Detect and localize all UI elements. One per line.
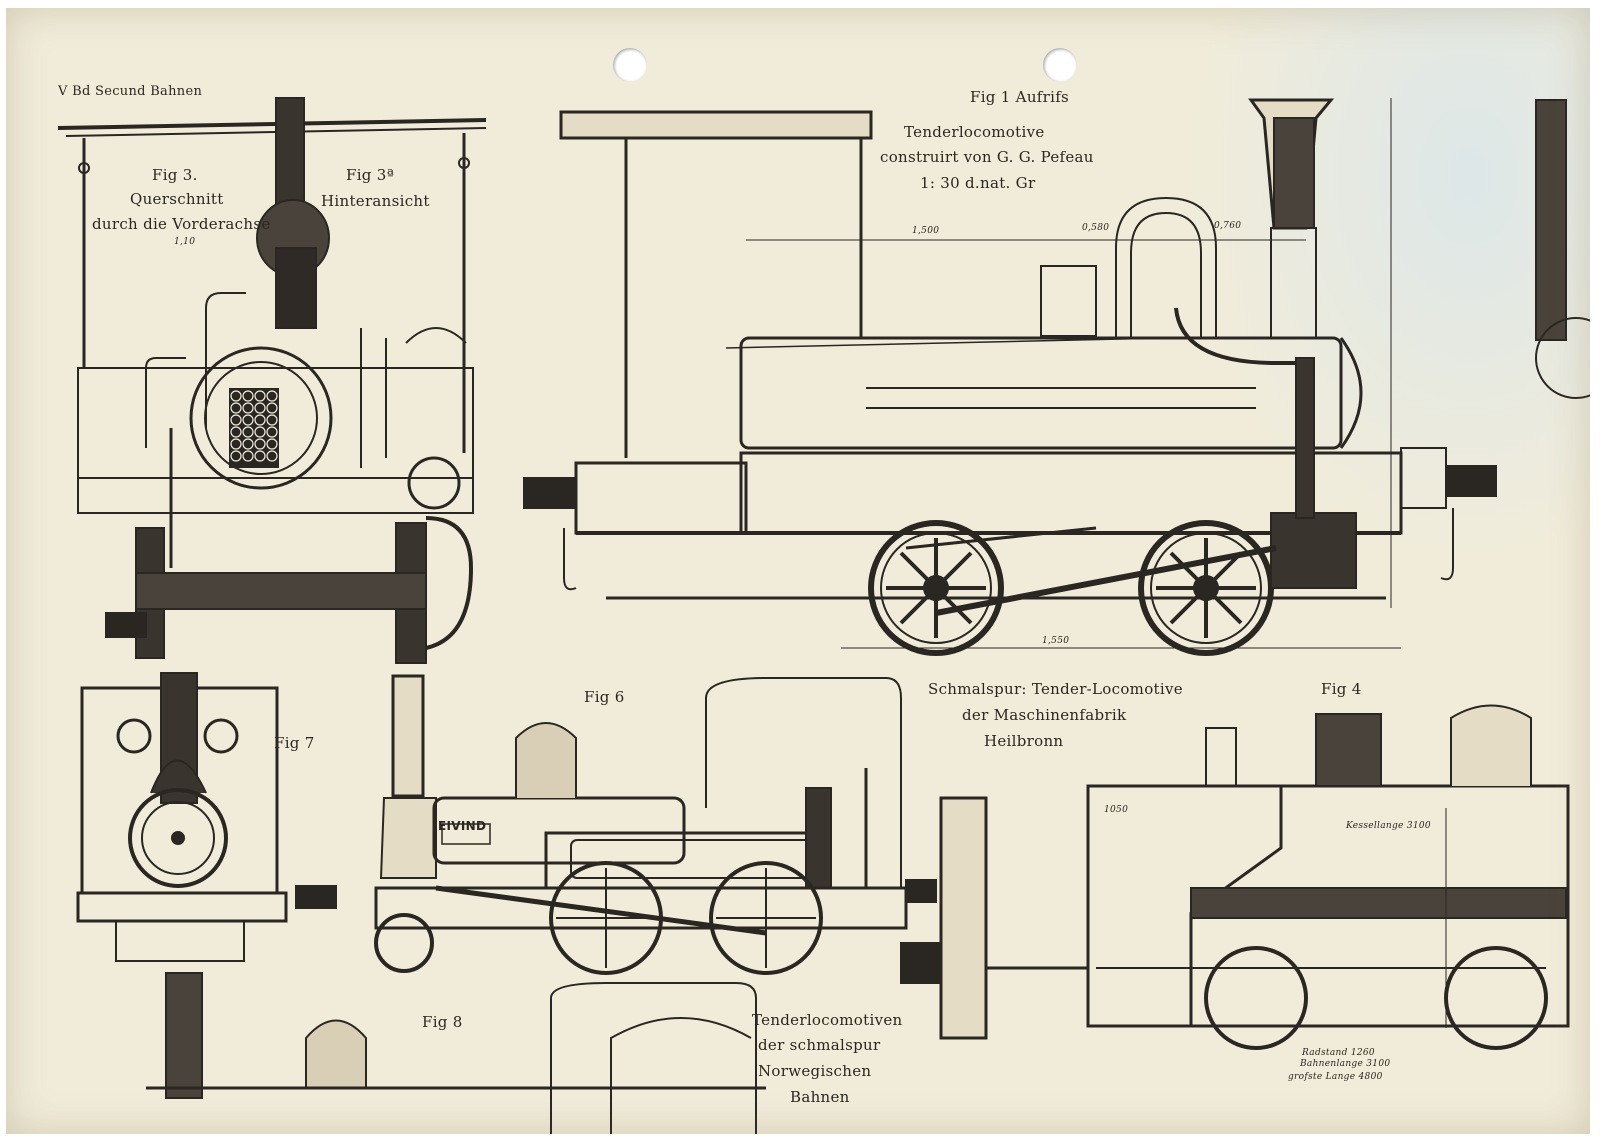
- dim-0580: 0,580: [1082, 223, 1110, 233]
- dim-110: 1,10: [174, 237, 196, 247]
- dim-0760: 0,760: [1214, 221, 1242, 231]
- edge-partial-drawing: [1535, 99, 1590, 399]
- dim-1050: 1050: [1104, 805, 1129, 815]
- fig3a-number: Fig 3ª: [346, 166, 395, 184]
- dim-1500: 1,500: [912, 226, 940, 236]
- dim-bahnen: Bahnenlange 3100: [1300, 1059, 1391, 1069]
- dim-1550: 1,550: [1042, 636, 1070, 646]
- fig8-partial-view: [146, 972, 766, 1134]
- fig3-line1: Querschnitt: [130, 190, 224, 208]
- fig4-section-view: [900, 704, 1570, 1050]
- fig3-number: Fig 3.: [152, 166, 198, 184]
- dim-kessel: Kessellange 3100: [1346, 821, 1431, 831]
- fig3-line2: durch die Vorderachse: [92, 215, 271, 233]
- fig1-side-elevation: [523, 98, 1497, 656]
- norwegian-line3: Norwegischen: [758, 1062, 872, 1080]
- norwegian-line2: der schmalspur: [758, 1036, 881, 1054]
- punch-hole-left: [613, 48, 647, 82]
- fig8-number: Fig 8: [422, 1013, 463, 1031]
- locomotive-drawings: [57, 97, 1590, 1134]
- blueprint-sheet: V Bd Secund Bahnen Fig 1 Aufrifs Tenderl…: [6, 8, 1590, 1134]
- fig1-line1: Tenderlocomotive: [904, 123, 1045, 141]
- schmalspur-line1: Schmalspur: Tender-Locomotive: [928, 680, 1183, 698]
- sheet-header: V Bd Secund Bahnen: [58, 84, 203, 99]
- fig3-cross-section: [57, 97, 487, 664]
- fig3a-line1: Hinteransicht: [321, 192, 430, 210]
- norwegian-line1: Tenderlocomotiven: [752, 1011, 903, 1029]
- fig4-number: Fig 4: [1321, 680, 1362, 698]
- fig7-number: Fig 7: [274, 734, 315, 752]
- dim-radstand: Radstand 1260: [1302, 1048, 1375, 1058]
- dim-total-length: grofste Lange 4800: [1288, 1072, 1383, 1082]
- fig1-title: Fig 1 Aufrifs: [970, 88, 1070, 106]
- fig1-line2: construirt von G. G. Pefeau: [880, 148, 1094, 166]
- fig1-scale: 1: 30 d.nat. Gr: [920, 174, 1036, 192]
- schmalspur-line3: Heilbronn: [984, 732, 1064, 750]
- fig6-number: Fig 6: [584, 688, 625, 706]
- paper-edge-shadow: [6, 8, 1590, 1134]
- punch-hole-right: [1043, 48, 1077, 82]
- locomotive-nameplate: EIVIND: [438, 819, 487, 833]
- schmalspur-line2: der Maschinenfabrik: [962, 706, 1127, 724]
- norwegian-line4: Bahnen: [790, 1088, 850, 1106]
- fig6-eivind-side-view: [295, 674, 937, 975]
